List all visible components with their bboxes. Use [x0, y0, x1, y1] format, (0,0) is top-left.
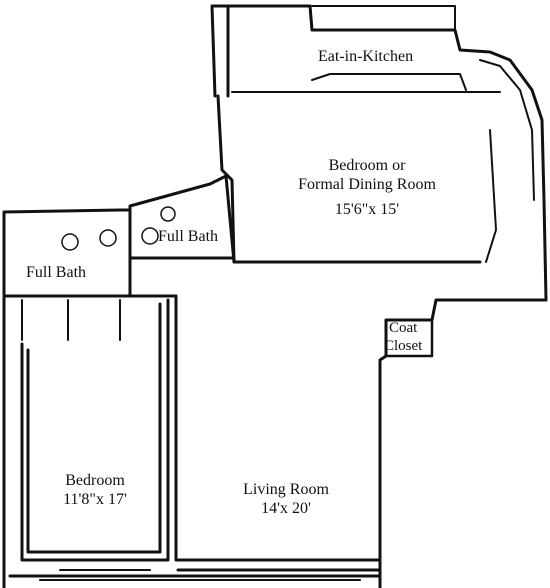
bath-main-label: Full Bath [26, 263, 86, 282]
living-name: Living Room [243, 481, 329, 498]
kitchen-counter [311, 59, 535, 201]
closet-wall [384, 318, 434, 358]
dining-label: Bedroom or Formal Dining Room 15'6"x 15' [262, 156, 472, 220]
living-wall [8, 294, 382, 578]
bath-small-name: Full Bath [158, 228, 219, 245]
dining-dims: 15'6"x 15' [334, 201, 400, 219]
bedroom-name: Bedroom [65, 472, 125, 489]
bath-main-name: Full Bath [26, 264, 87, 281]
bedroom-dims: 11'8"x 17' [63, 491, 127, 509]
kitchen-label: Eat-in-Kitchen [318, 47, 413, 66]
bedroom-wall [20, 298, 170, 562]
closet-label: Coat Closet [384, 319, 422, 355]
dining-name-line1: Bedroom or [328, 157, 406, 174]
kitchen-name: Eat-in-Kitchen [318, 48, 414, 65]
dining-divider [231, 91, 501, 263]
bath-small-wall [128, 174, 236, 264]
closet-name-line1: Coat [389, 320, 418, 336]
kitchen-wall [210, 4, 548, 302]
kitchen-window [311, 5, 456, 31]
bath-main-wall [2, 208, 178, 588]
bedroom-label: Bedroom 11'8"x 17' [50, 471, 140, 509]
bath-fixtures [61, 206, 176, 251]
dining-wall [216, 94, 482, 264]
living-label: Living Room 14'x 20' [226, 480, 346, 518]
dining-name-line2: Formal Dining Room [298, 176, 436, 194]
living-windows [39, 569, 361, 581]
living-dims: 14'x 20' [261, 500, 311, 518]
walls [2, 4, 548, 588]
bedroom-closet [21, 299, 121, 341]
closet-name-line2: Closet [384, 338, 423, 354]
bath-small-label: Full Bath [158, 227, 218, 246]
